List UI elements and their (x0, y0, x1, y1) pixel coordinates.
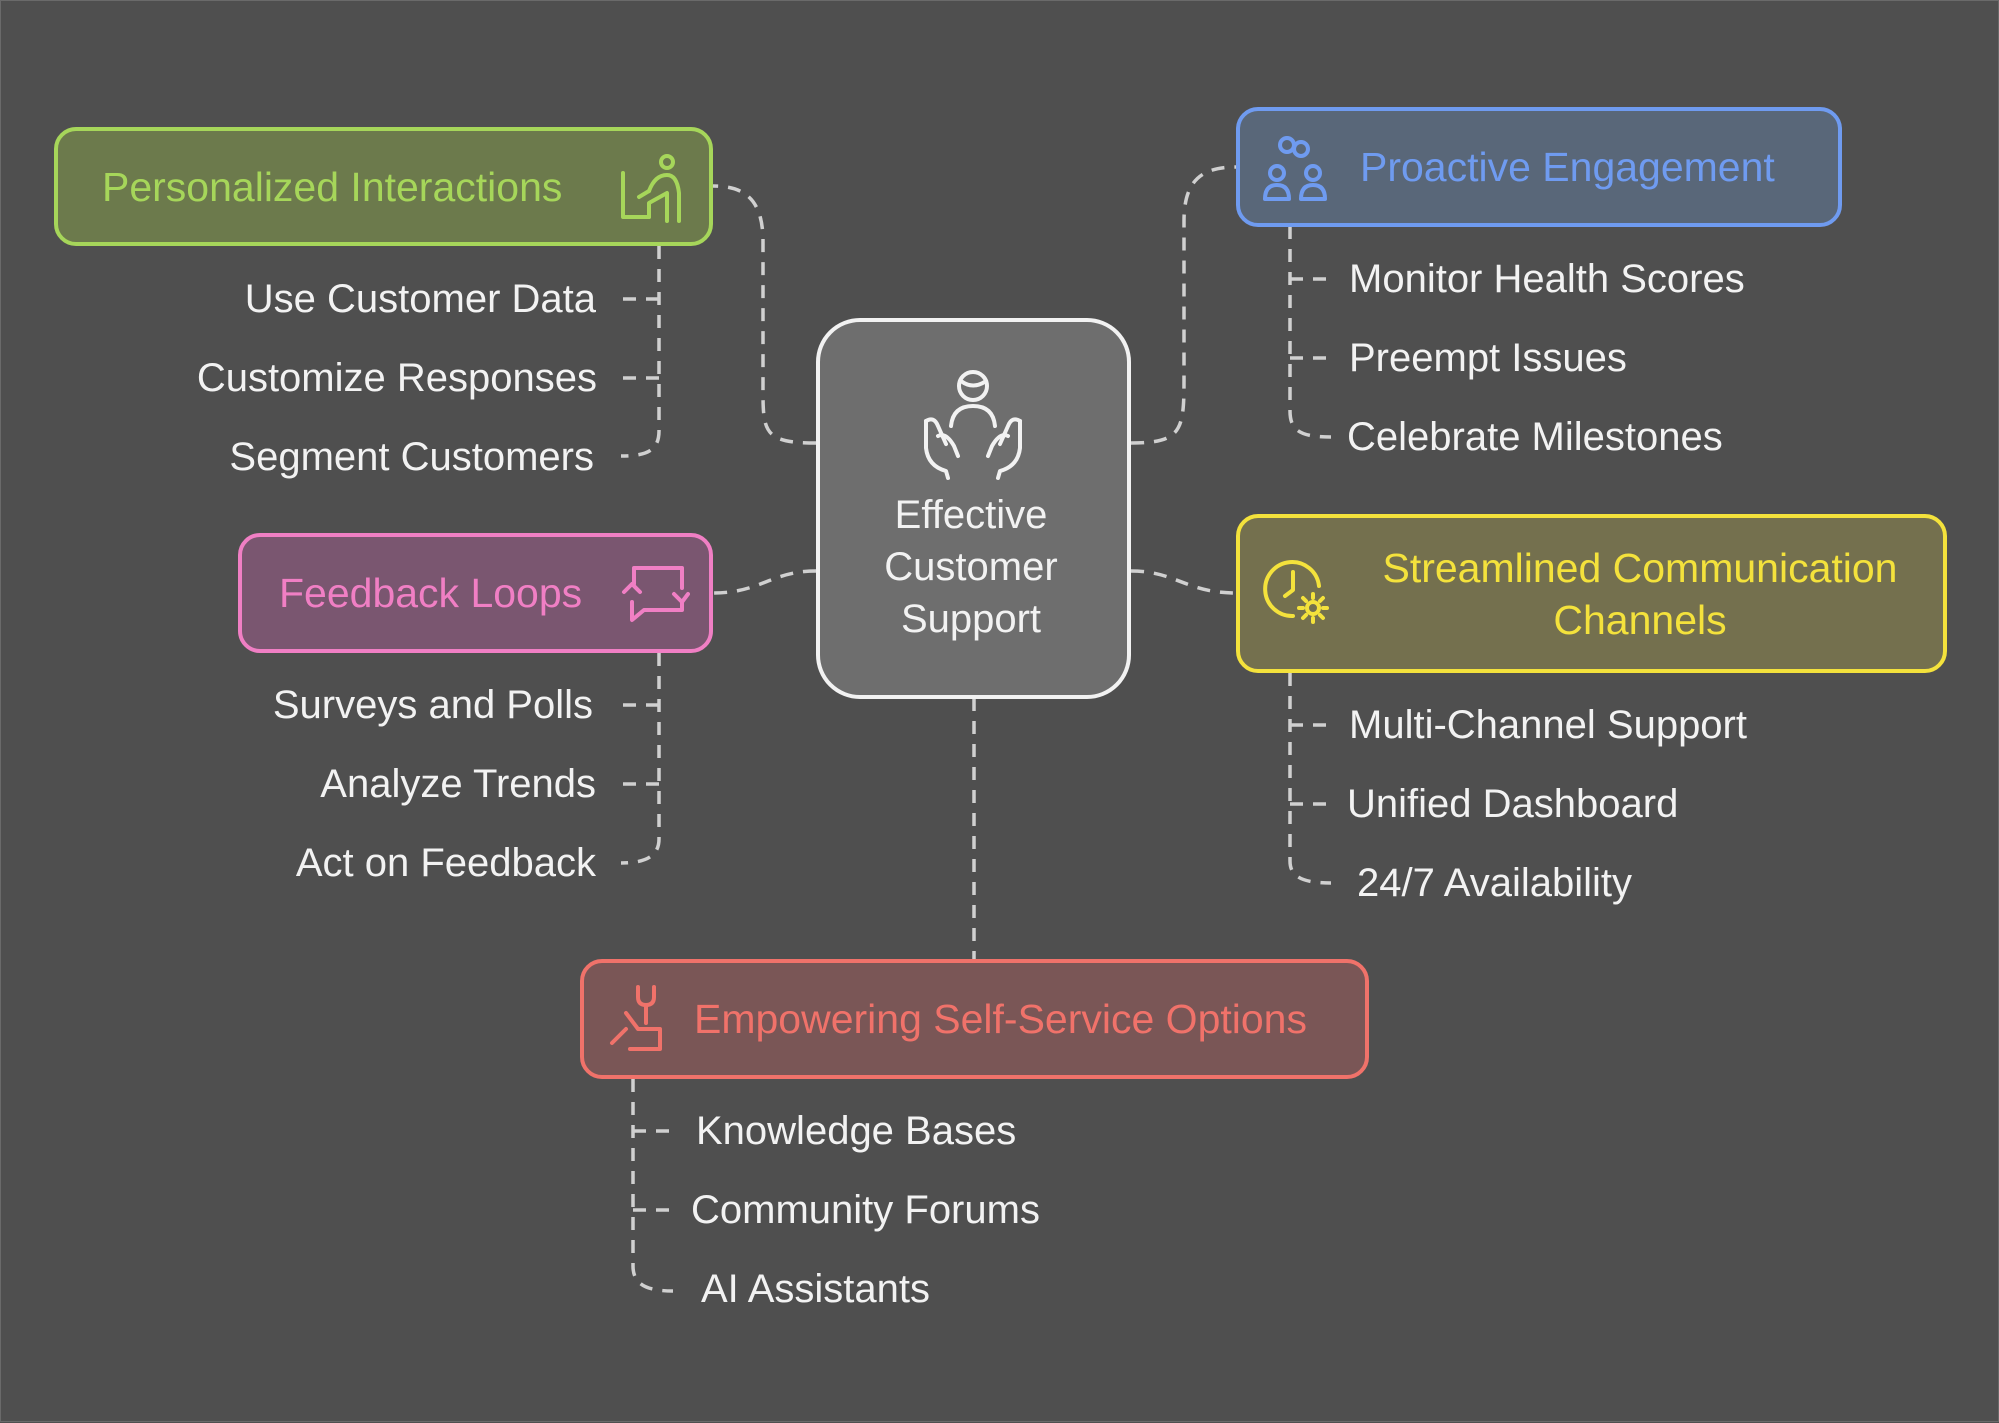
center-title-line: Customer (884, 545, 1058, 589)
person-chair-icon (621, 154, 681, 223)
hand-wrench-icon (610, 985, 662, 1051)
list-item: Use Customer Data (244, 277, 596, 321)
branch-title-line: Channels (1553, 596, 1727, 643)
branch-feedback-loops[interactable]: Feedback Loops (238, 533, 713, 653)
list-item: AI Assistants (701, 1267, 930, 1311)
list-item: Customize Responses (196, 356, 597, 400)
list-item: Surveys and Polls (272, 683, 593, 727)
center-title: Effective Customer Support (816, 489, 1126, 645)
chat-refresh-icon (622, 566, 690, 622)
branch-personalized-interactions[interactable]: Personalized Interactions (54, 127, 713, 246)
branch-streamlined-communication[interactable]: Streamlined Communication Channels (1236, 514, 1947, 673)
list-item: Analyze Trends (320, 762, 596, 806)
list-item: Celebrate Milestones (1347, 415, 1723, 459)
branch-title: Empowering Self-Service Options (694, 996, 1307, 1042)
branch-title: Proactive Engagement (1360, 144, 1775, 190)
branch-title: Feedback Loops (279, 570, 583, 616)
list-item: Monitor Health Scores (1349, 257, 1745, 301)
list-item: Segment Customers (229, 435, 594, 479)
branch-self-service-options[interactable]: Empowering Self-Service Options (580, 959, 1369, 1079)
center-title-line: Effective (894, 493, 1048, 537)
people-link-icon (1263, 136, 1327, 201)
branch-title: Personalized Interactions (102, 163, 563, 210)
list-item: Knowledge Bases (696, 1109, 1017, 1153)
center-node[interactable] (816, 318, 1131, 699)
support-hands-icon (924, 370, 1022, 480)
list-item: Act on Feedback (295, 841, 596, 885)
clock-gear-icon (1263, 560, 1329, 624)
list-item: Preempt Issues (1349, 336, 1627, 380)
center-title-line: Support (900, 597, 1042, 641)
list-item: 24/7 Availability (1357, 861, 1632, 905)
list-item: Unified Dashboard (1347, 782, 1679, 826)
list-item: Multi-Channel Support (1349, 703, 1747, 747)
branch-title-line: Streamlined Communication (1382, 544, 1898, 591)
list-item: Community Forums (691, 1188, 1040, 1232)
branch-proactive-engagement[interactable]: Proactive Engagement (1236, 107, 1842, 227)
